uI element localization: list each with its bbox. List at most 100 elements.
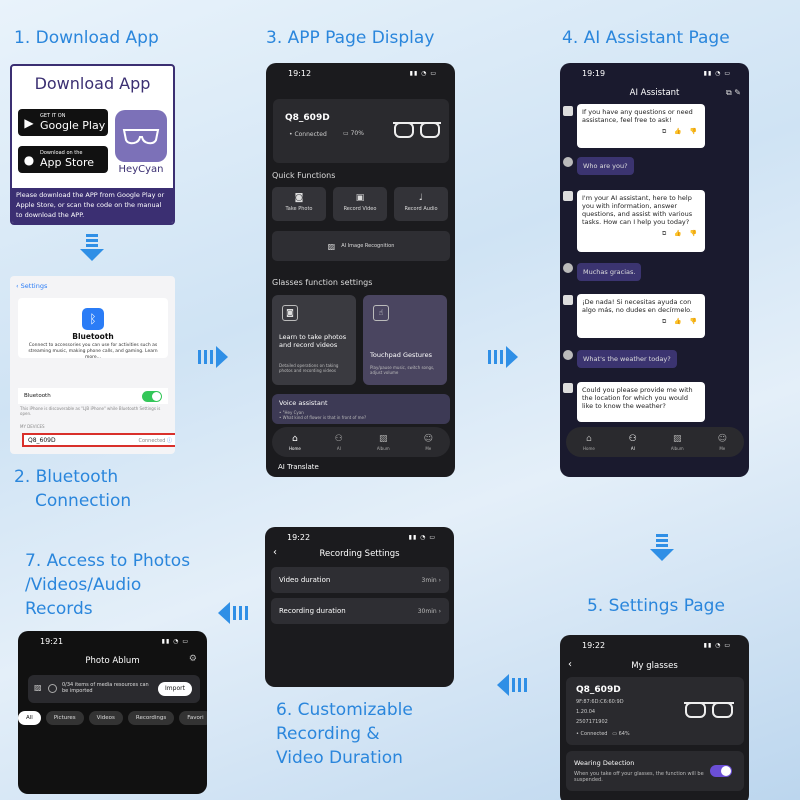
voice-desc-line1: • "Hey Cyan <box>279 410 304 415</box>
nav-home[interactable]: ⌂Home <box>583 434 595 451</box>
tab-all[interactable]: All <box>18 711 41 725</box>
photo-album-screen: 19:21 ▮▮ ◔ ▭ Photo Ablum ⚙ ▨ 0/34 items … <box>18 631 207 794</box>
wearing-detection-toggle[interactable] <box>710 765 732 777</box>
settings-back-link[interactable]: ‹ Settings <box>16 282 48 290</box>
step6-label-line2: Recording & <box>276 724 380 744</box>
message-actions[interactable]: ⧉ 👍 👎 <box>661 318 700 325</box>
status-icons: ▮▮ ◔ ▭ <box>408 534 436 541</box>
my-glasses-title: My glasses <box>631 661 678 671</box>
touchpad-gestures-card[interactable]: ☝ Touchpad Gestures Play/pause music, sw… <box>363 295 447 385</box>
user-message: Who are you? <box>577 157 634 175</box>
bluetooth-title: Bluetooth <box>72 332 114 341</box>
bot-message: Could you please provide me with the loc… <box>577 382 705 422</box>
user-icon: ☺ <box>717 433 727 444</box>
video-duration-label: Video duration <box>279 576 331 584</box>
tab-favorites[interactable]: Favori <box>179 711 207 725</box>
step3-label: 3. APP Page Display <box>266 28 435 48</box>
status-time: 19:12 <box>288 69 312 78</box>
arrow-left-icon <box>497 674 530 696</box>
google-play-big-text: Google Play <box>40 119 106 132</box>
back-button[interactable]: ‹ <box>273 547 277 558</box>
step2-label-line1: 2. Bluetooth <box>14 467 119 487</box>
status-time: 19:19 <box>582 69 606 78</box>
user-message: Muchas gracias. <box>577 263 642 281</box>
glasses-icon <box>393 122 441 138</box>
tab-pictures[interactable]: Pictures <box>45 711 84 725</box>
learn-photo-card[interactable]: ◙ Learn to take photos and record videos… <box>272 295 356 385</box>
glasses-icon <box>122 129 160 145</box>
nav-album[interactable]: ▨Album <box>671 434 684 451</box>
import-button[interactable]: Import <box>158 682 192 696</box>
bluetooth-icon: ᛒ <box>82 308 104 330</box>
device-status: Connected <box>138 437 166 444</box>
history-icon[interactable]: ⧉ <box>726 88 732 97</box>
ai-translate-title: AI Translate <box>278 463 319 471</box>
glasses-info-card: Q8_609D 9F:87:6D:C6:60:9D 1.20.04 250717… <box>566 677 744 745</box>
google-play-icon: ▶ <box>24 115 34 130</box>
nav-album[interactable]: ▨Album <box>377 434 390 451</box>
arrow-left-icon <box>218 602 251 624</box>
camera-icon: ◙ <box>294 193 304 203</box>
bluetooth-discoverable-note: This iPhone is discoverable as "LJB iPho… <box>20 406 161 416</box>
nav-me[interactable]: ☺Me <box>718 434 727 451</box>
status-bar: 19:22 ▮▮ ◔ ▭ <box>265 527 454 542</box>
ai-assistant-screen: 19:19 ▮▮ ◔ ▭ AI Assistant ⧉ ✎ If you hav… <box>560 63 749 477</box>
status-time: 19:21 <box>40 637 64 646</box>
recording-duration-row[interactable]: Recording duration 30min › <box>271 598 449 624</box>
info-icon[interactable]: ⓘ <box>166 437 172 444</box>
voice-desc-line2: • What kind of flower is that in front o… <box>279 415 367 420</box>
video-duration-row[interactable]: Video duration 3min › <box>271 567 449 593</box>
take-photo-button[interactable]: ◙Take Photo <box>272 187 326 221</box>
step2-label-line2: Connection <box>35 491 132 511</box>
back-button[interactable]: ‹ <box>568 659 572 670</box>
bluetooth-toggle[interactable] <box>142 390 162 402</box>
message-actions[interactable]: ⧉ 👍 👎 <box>661 230 700 237</box>
tab-recordings[interactable]: Recordings <box>127 711 175 725</box>
bluetooth-settings-panel: ‹ Settings ᛒ Bluetooth Connect to access… <box>10 276 175 454</box>
image-icon: ▨ <box>327 241 336 251</box>
build-number: 2507171902 <box>576 719 608 725</box>
arrow-right-icon <box>198 346 228 368</box>
recording-settings-screen: 19:22 ▮▮ ◔ ▭ ‹ Recording Settings Video … <box>265 527 454 687</box>
bot-message: If you have any questions or need assist… <box>577 104 705 148</box>
step7-label-line2: /Videos/Audio <box>25 575 142 595</box>
ai-image-recognition-button[interactable]: ▨AI Image Recognition <box>272 231 450 261</box>
nav-ai[interactable]: ⚇AI <box>629 434 637 451</box>
gear-icon[interactable]: ⚙ <box>188 654 197 664</box>
bluetooth-card: ᛒ Bluetooth Connect to accessories you c… <box>18 298 168 360</box>
my-devices-header: MY DEVICES <box>20 424 45 429</box>
status-icons: ▮▮ ◔ ▭ <box>703 70 731 77</box>
bot-avatar-icon <box>563 191 573 201</box>
record-video-button[interactable]: ▣Record Video <box>333 187 387 221</box>
device-row-q8[interactable]: Q8_609D Connected ⓘ <box>22 433 175 447</box>
nav-home[interactable]: ⌂Home <box>289 434 301 451</box>
step7-label-line1: 7. Access to Photos <box>25 551 191 571</box>
nav-ai[interactable]: ⚇AI <box>335 434 343 451</box>
record-audio-button[interactable]: ♩Record Audio <box>394 187 448 221</box>
import-row: ▨ 0/34 items of media resources can be i… <box>28 675 200 703</box>
battery-level: ▭ 70% <box>343 130 364 137</box>
select-radio[interactable] <box>48 684 57 693</box>
battery-value: 64% <box>618 731 630 737</box>
battery-value: 70% <box>350 130 364 137</box>
nav-album-label: Album <box>376 445 390 451</box>
edit-icon[interactable]: ✎ <box>734 88 741 97</box>
status-bar: 19:21 ▮▮ ◔ ▭ <box>18 631 207 646</box>
heycyan-app-icon[interactable] <box>115 110 167 162</box>
voice-assistant-card[interactable]: Voice assistant • "Hey Cyan• What kind o… <box>272 394 450 424</box>
connection-row: • Connected ▭ 64% <box>576 731 630 737</box>
tab-videos[interactable]: Videos <box>88 711 123 725</box>
device-card[interactable]: Q8_609D • Connected ▭ 70% <box>273 99 449 163</box>
nav-me[interactable]: ☺Me <box>424 434 433 451</box>
step6-label-line1: 6. Customizable <box>276 700 413 720</box>
voice-title: Voice assistant <box>279 399 328 407</box>
message-actions[interactable]: ⧉ 👍 👎 <box>661 128 700 135</box>
glasses-settings-title: Glasses function settings <box>272 278 373 287</box>
apple-icon: ● <box>23 152 35 167</box>
bluetooth-description: Connect to accessories you can use for a… <box>28 343 158 360</box>
status-time: 19:22 <box>582 641 606 650</box>
user-avatar-icon <box>563 157 573 167</box>
photo-album-title: Photo Ablum <box>85 656 140 666</box>
